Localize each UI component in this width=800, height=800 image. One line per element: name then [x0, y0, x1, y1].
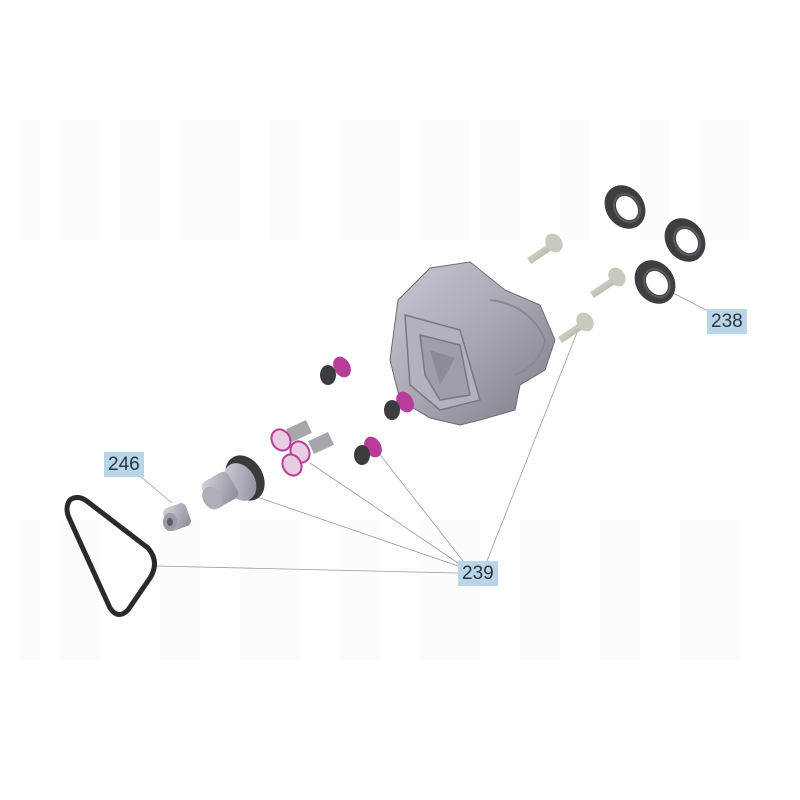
check-valve-spring-2: [281, 432, 334, 477]
spring-plug-1: [320, 356, 351, 385]
valve-insert-1: [527, 233, 563, 264]
callout-238: 238: [707, 309, 747, 334]
pump-head-housing: [389, 261, 556, 426]
valve-insert-2: [590, 267, 626, 298]
piston-seal-ring-2: [664, 218, 706, 262]
nozzle-sleeve: [163, 503, 191, 531]
leader-lines: [139, 291, 711, 574]
valve-insert-3: [558, 312, 594, 343]
callout-239: 239: [458, 561, 498, 586]
check-valve-spring-1: [270, 420, 312, 452]
spring-plug-2: [384, 391, 414, 420]
callout-246: 246: [104, 452, 144, 477]
spring-plug-3: [354, 436, 382, 465]
piston-seal-ring-1: [604, 185, 646, 229]
outlet-fitting: [201, 455, 265, 510]
triangular-o-ring: [64, 494, 157, 617]
background-watermark: [20, 120, 750, 660]
piston-seal-ring-3: [634, 260, 676, 304]
